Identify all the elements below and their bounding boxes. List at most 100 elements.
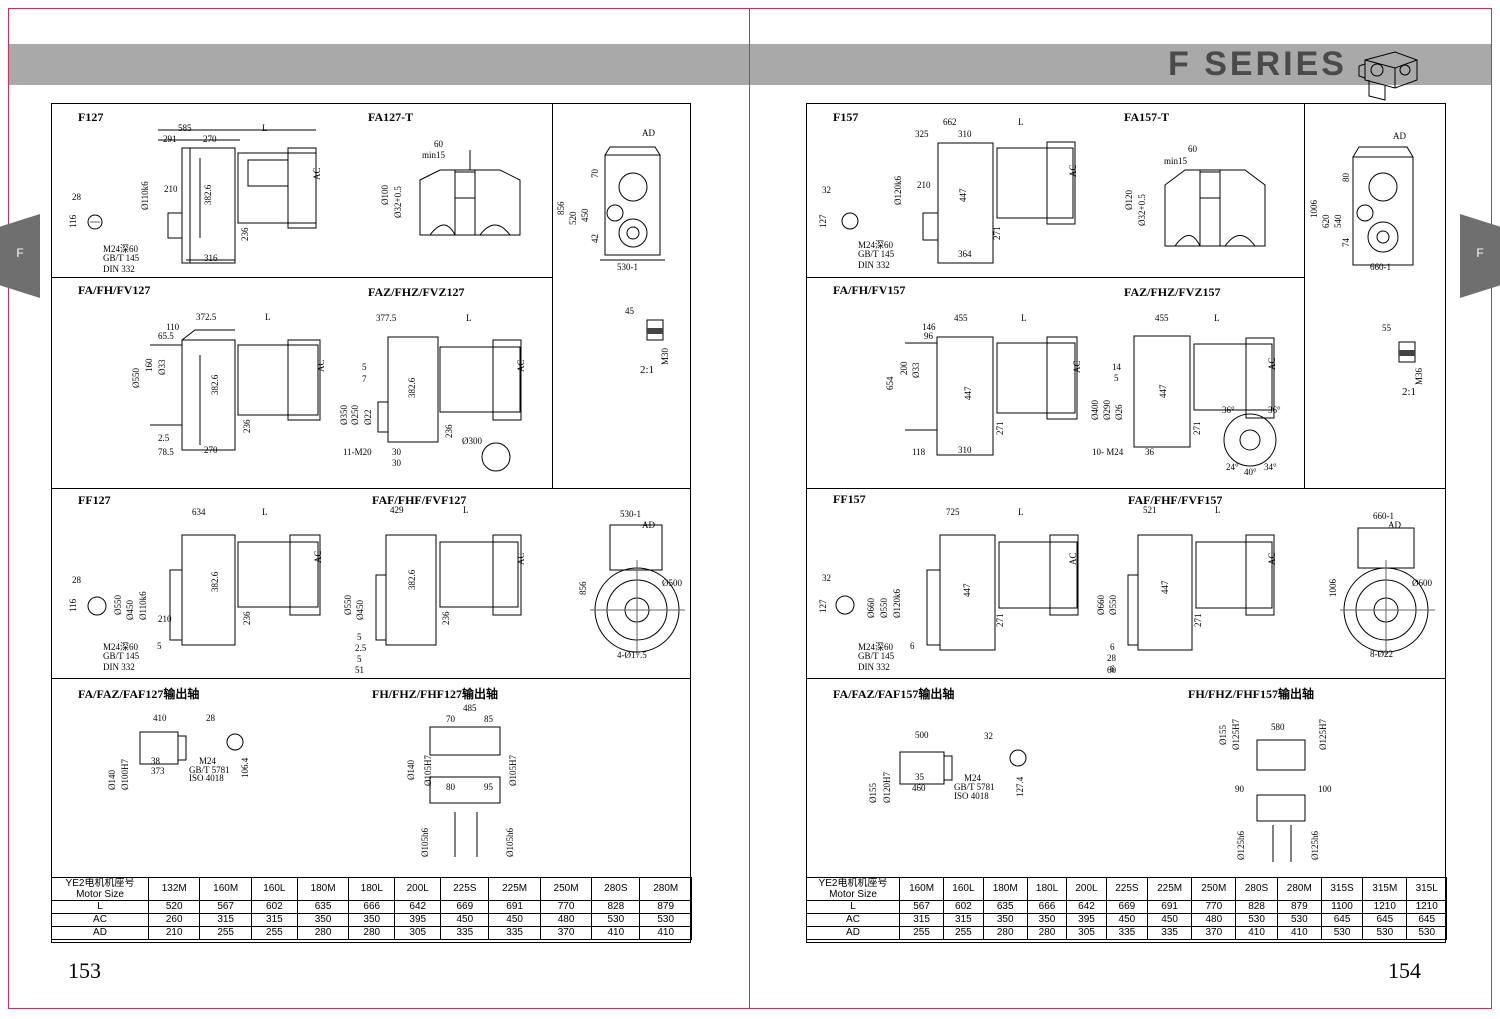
section-title-faz-fhz-fvz157: FAZ/FHZ/FVZ157 xyxy=(1124,285,1221,299)
dim-30-a: 30 xyxy=(392,447,401,457)
table-size-cell: 180L xyxy=(348,877,396,901)
table-cell: 691 xyxy=(488,900,541,914)
table-cell: 666 xyxy=(1026,900,1068,914)
dim-236: 236 xyxy=(240,227,250,242)
table-cell: 315 xyxy=(250,913,298,927)
table-size-cell: 180L xyxy=(1026,877,1068,901)
dim-291: 291 xyxy=(163,134,177,144)
dim-382-6-e: 382.6 xyxy=(407,569,417,590)
dim-60-r: 60 xyxy=(1188,144,1197,154)
table-cell: 410 xyxy=(639,926,692,940)
table-size-cell: 280S xyxy=(591,877,641,901)
dim-70-b: 70 xyxy=(446,714,455,724)
table-size-cell: 250M xyxy=(1191,877,1237,901)
note-gbt145-r: GB/T 145 xyxy=(858,249,895,259)
table-cell: 450 xyxy=(1147,913,1193,927)
dim-105h6-b: Ø105h6 xyxy=(505,828,515,857)
dim-ac-3: AC xyxy=(516,359,526,372)
table-cell: 879 xyxy=(639,900,692,914)
dim-550-r2: Ø550 xyxy=(1108,595,1118,615)
table-cell: 530 xyxy=(591,913,641,927)
dim-L-4: L xyxy=(262,507,268,517)
dim-m36: M36 xyxy=(1414,367,1424,385)
dim-120: Ø120 xyxy=(1124,190,1134,210)
left-divider-3 xyxy=(51,678,691,679)
table-row-label: AD xyxy=(51,926,149,940)
table-cell: 335 xyxy=(1105,926,1149,940)
table-row: L 520 567 602 635 666 642 669 691 770 82… xyxy=(51,900,692,914)
dim-5-d: 5 xyxy=(357,654,362,664)
dim-26: Ø26 xyxy=(1114,404,1124,421)
dim-33-r: Ø33 xyxy=(911,362,921,379)
table-cell: 530 xyxy=(1276,913,1322,927)
dim-110k6-b: Ø110k6 xyxy=(138,591,148,620)
dim-447-d: 447 xyxy=(962,583,972,598)
dim-32-r4: 32 xyxy=(984,731,993,741)
table-cell: 645 xyxy=(1406,913,1447,927)
dim-140-b: Ø140 xyxy=(406,760,416,780)
table-cell: 530 xyxy=(1235,913,1278,927)
dim-500: Ø500 xyxy=(662,578,682,588)
table-cell: 410 xyxy=(1235,926,1278,940)
table-cell: 255 xyxy=(898,926,945,940)
section-title-output-shaft-fh157: FH/FHZ/FHF157输出轴 xyxy=(1188,687,1314,701)
note-8-22: 8-Ø22 xyxy=(1370,649,1393,659)
dim-550-b: Ø550 xyxy=(113,595,123,615)
section-title-ff127: FF127 xyxy=(78,493,111,507)
section-title-faf-fhf-fvf157: FAF/FHF/FVF157 xyxy=(1128,493,1223,507)
dim-min15-r: min15 xyxy=(1164,156,1188,166)
dim-80: 80 xyxy=(446,782,455,792)
frame-left-rule xyxy=(8,8,9,1008)
dim-210: 210 xyxy=(164,184,178,194)
section-title-f157: F157 xyxy=(833,110,859,124)
section-title-fa-fh-fv157: FA/FH/FV157 xyxy=(833,283,906,297)
table-cell: 395 xyxy=(394,913,442,927)
dim-382-6-d: 382.6 xyxy=(210,571,220,592)
table-cell: 350 xyxy=(296,913,350,927)
table-cell: 335 xyxy=(1147,926,1193,940)
dim-78-5: 78.5 xyxy=(158,447,174,457)
table-cell: 315 xyxy=(943,913,984,927)
table-cell: 635 xyxy=(982,900,1028,914)
dim-25: 2.5 xyxy=(355,643,367,653)
dim-585: 585 xyxy=(178,123,192,133)
table-row-label: L xyxy=(806,900,900,914)
table-row: AC 315 315 350 350 395 450 450 480 530 5… xyxy=(806,913,1447,927)
dim-35: 35 xyxy=(915,772,924,782)
table-cell: 635 xyxy=(296,900,350,914)
dim-7: 7 xyxy=(362,374,367,384)
left-drawing-panel xyxy=(51,103,691,943)
table-size-cell: 180M xyxy=(982,877,1028,901)
note-iso4018: ISO 4018 xyxy=(189,773,224,783)
drawing-output-shaft-fa157 xyxy=(899,749,1027,785)
side-tab-left: F xyxy=(0,214,40,298)
dim-6-b: 6 xyxy=(1110,642,1115,652)
dim-600: Ø600 xyxy=(1412,578,1432,588)
dim-6: 6 xyxy=(910,641,915,651)
note-gbt145: GB/T 145 xyxy=(103,253,140,263)
section-title-output-shaft-fa127: FA/FAZ/FAF127输出轴 xyxy=(78,687,200,701)
dim-210-b: 210 xyxy=(158,614,172,624)
table-cell: 210 xyxy=(147,926,201,940)
section-title-ff157: FF157 xyxy=(833,492,866,506)
section-title-fa-fh-fv127: FA/FH/FV127 xyxy=(78,283,151,297)
dim-110k6: Ø110k6 xyxy=(140,181,150,210)
table-row-label: AC xyxy=(806,913,900,927)
table-cell: 315 xyxy=(898,913,945,927)
note-din332-r: DIN 332 xyxy=(858,260,890,270)
dim-236-d: 236 xyxy=(242,611,252,626)
dim-634: 634 xyxy=(192,507,206,517)
table-cell: 530 xyxy=(1406,926,1447,940)
dim-485: 485 xyxy=(463,703,477,713)
dim-236-e: 236 xyxy=(441,611,451,626)
dim-460: 460 xyxy=(912,783,926,793)
side-tab-right: F xyxy=(1460,214,1500,298)
table-cell: 370 xyxy=(1191,926,1237,940)
table-cell: 567 xyxy=(898,900,945,914)
table-cell: 410 xyxy=(591,926,641,940)
dim-42: 42 xyxy=(590,234,600,243)
drawing-ff157 xyxy=(926,534,1079,651)
dim-33: Ø33 xyxy=(157,359,167,376)
dim-1006: 1006 xyxy=(1309,200,1319,218)
